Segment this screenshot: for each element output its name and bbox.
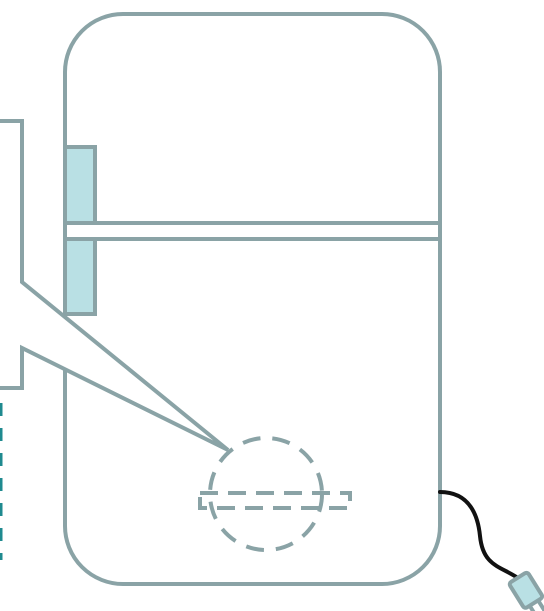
hidden-component-outline [198, 491, 352, 510]
freezer-handle [63, 145, 97, 225]
power-cord [438, 490, 520, 580]
fridge-body [63, 12, 442, 586]
callout-outline [0, 119, 230, 452]
fridge-handle [63, 237, 97, 316]
